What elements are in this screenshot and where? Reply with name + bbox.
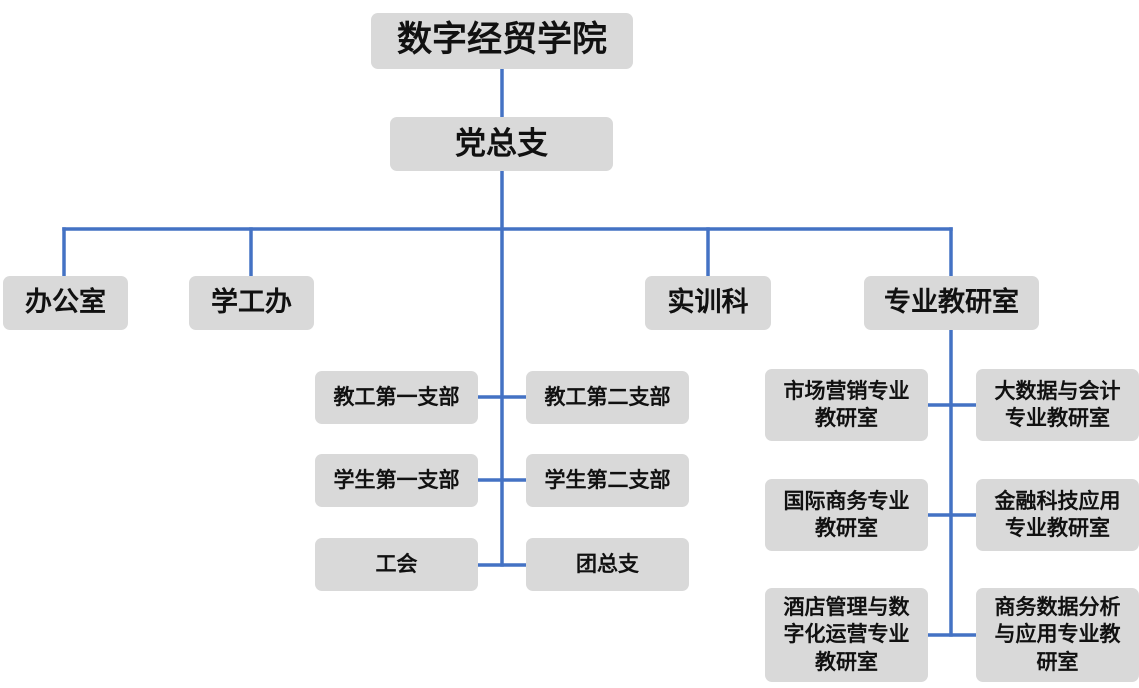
node-party-branch: 党总支	[390, 117, 613, 171]
node-student-affairs: 学工办	[189, 276, 314, 330]
node-lab-international-business: 国际商务专业 教研室	[765, 479, 928, 551]
node-training-section: 实训科	[645, 276, 771, 330]
node-college: 数字经贸学院	[371, 13, 633, 69]
node-lab-business-data-analysis: 商务数据分析 与应用专业教 研室	[976, 588, 1139, 682]
node-faculty-branch-1: 教工第一支部	[315, 371, 478, 424]
node-student-branch-2: 学生第二支部	[526, 454, 689, 507]
node-teaching-research: 专业教研室	[864, 276, 1039, 330]
node-lab-hotel-management: 酒店管理与数 字化运营专业 教研室	[765, 588, 928, 682]
node-lab-marketing: 市场营销专业 教研室	[765, 369, 928, 441]
node-office: 办公室	[3, 276, 128, 330]
node-youth-league: 团总支	[526, 538, 689, 591]
node-trade-union: 工会	[315, 538, 478, 591]
node-lab-fintech: 金融科技应用 专业教研室	[976, 479, 1139, 551]
node-faculty-branch-2: 教工第二支部	[526, 371, 689, 424]
node-student-branch-1: 学生第一支部	[315, 454, 478, 507]
node-lab-big-data-accounting: 大数据与会计 专业教研室	[976, 369, 1139, 441]
